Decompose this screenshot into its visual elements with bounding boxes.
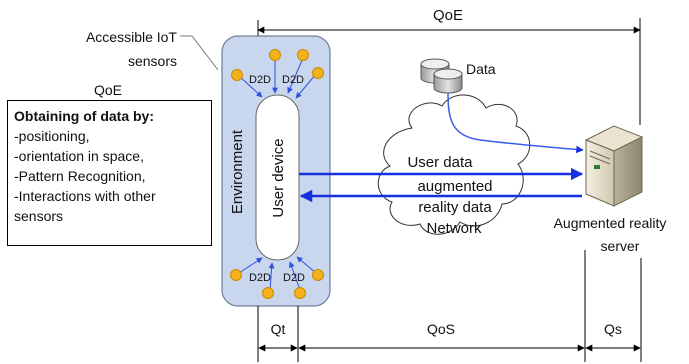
user-device-label: User device: [270, 138, 287, 217]
cloud-text-user-data: User data: [407, 154, 473, 171]
info-box-item: -Pattern Recognition,: [14, 168, 146, 184]
iot-sensor: [262, 287, 274, 299]
network-cloud: [377, 94, 531, 235]
accessible-iot-label: Accessible IoT: [86, 29, 177, 45]
cloud-text-augmented: augmented: [417, 178, 492, 195]
sensor-link: [268, 262, 275, 291]
d2d-label: D2D: [282, 74, 304, 86]
info-box: Obtaining of data by: -positioning, -ori…: [7, 100, 212, 246]
sensor-link: [238, 75, 263, 98]
qt-label: Qt: [271, 321, 286, 337]
info-box-title: Obtaining of data by:: [14, 108, 154, 124]
data-label: Data: [466, 61, 496, 77]
sensor-link: [288, 261, 301, 291]
iot-sensor: [269, 49, 281, 61]
server-label: Augmented reality: [554, 215, 667, 231]
sensor-link: [295, 73, 317, 99]
iot-sensor: [312, 269, 324, 281]
info-box-item: sensors: [14, 208, 64, 224]
d2d-label: D2D: [249, 74, 271, 86]
qoe-left-label: QoE: [94, 82, 122, 98]
qs-label: Qs: [604, 321, 622, 337]
environment-label: Environment: [229, 129, 246, 214]
server-icon: [584, 125, 644, 207]
sensor-link: [287, 57, 304, 94]
info-box-item: -positioning,: [14, 128, 90, 144]
d2d-label: D2D: [283, 272, 305, 284]
user-device: [255, 94, 300, 261]
iot-sensor: [312, 67, 324, 79]
iot-sensor: [297, 49, 309, 61]
sensor-link: [296, 256, 317, 274]
data-to-server-connector: [447, 92, 584, 154]
info-box-item: -Interactions with other: [14, 188, 156, 204]
cloud-text-network: Network: [426, 220, 482, 237]
sensor-link: [238, 257, 263, 274]
iot-sensor: [294, 287, 306, 299]
iot-sensor: [230, 269, 242, 281]
qos-label: QoS: [427, 321, 455, 337]
cloud-text-reality-data: reality data: [418, 199, 492, 216]
database-icon: [420, 58, 463, 94]
iot-sensor: [231, 69, 243, 81]
d2d-label: D2D: [249, 272, 271, 284]
iot-leader-line: [180, 35, 219, 71]
qoe-top-label: QoE: [433, 7, 463, 24]
accessible-iot-label-2: sensors: [128, 53, 177, 69]
server-label-2: server: [601, 238, 640, 254]
info-box-item: -orientation in space,: [14, 148, 144, 164]
